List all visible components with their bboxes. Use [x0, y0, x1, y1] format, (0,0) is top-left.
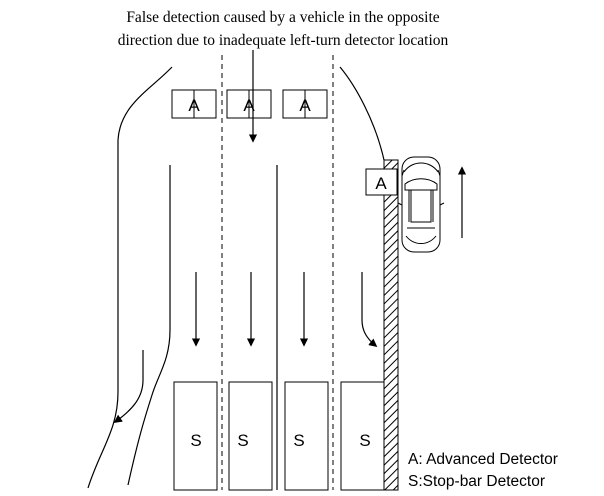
left-turn-lane-arrow	[361, 272, 378, 348]
right-turn-arrow	[113, 350, 144, 423]
advanced-detector-left-turn: A	[365, 168, 398, 196]
legend-advanced-detector: A: Advanced Detector	[408, 451, 558, 468]
hatched-median	[383, 159, 399, 491]
legend-stopbar-detector: S:Stop-bar Detector	[408, 473, 545, 490]
advanced-detector-label: A	[299, 96, 311, 115]
stopbar-detector-left-turn: S	[340, 381, 385, 491]
stopbar-detector-label: S	[359, 431, 370, 450]
caption-line-2: direction due to inadequate left-turn de…	[118, 32, 449, 49]
advanced-detector-lane-2: A	[226, 89, 272, 119]
median-curve	[339, 66, 385, 161]
advanced-detector-label: A	[243, 96, 255, 115]
left-road-edge	[87, 66, 173, 489]
stopbar-detector-label: S	[293, 431, 304, 450]
advanced-detector-lane-3: A	[282, 89, 328, 119]
left-inner-curve	[127, 165, 171, 486]
stopbar-detector-label: S	[190, 431, 201, 450]
caption-line-1: False detection caused by a vehicle in t…	[126, 9, 439, 26]
stopbar-detector-lane-2: S	[228, 381, 273, 491]
advanced-detector-lane-1: A	[171, 89, 217, 119]
advanced-detector-label: A	[188, 96, 200, 115]
advanced-detector-label: A	[375, 174, 387, 193]
car-top-view-icon	[397, 156, 445, 253]
stopbar-detector-lane-3: S	[284, 381, 329, 491]
stopbar-detector-lane-1: S	[173, 381, 218, 491]
stopbar-detector-label: S	[237, 431, 248, 450]
